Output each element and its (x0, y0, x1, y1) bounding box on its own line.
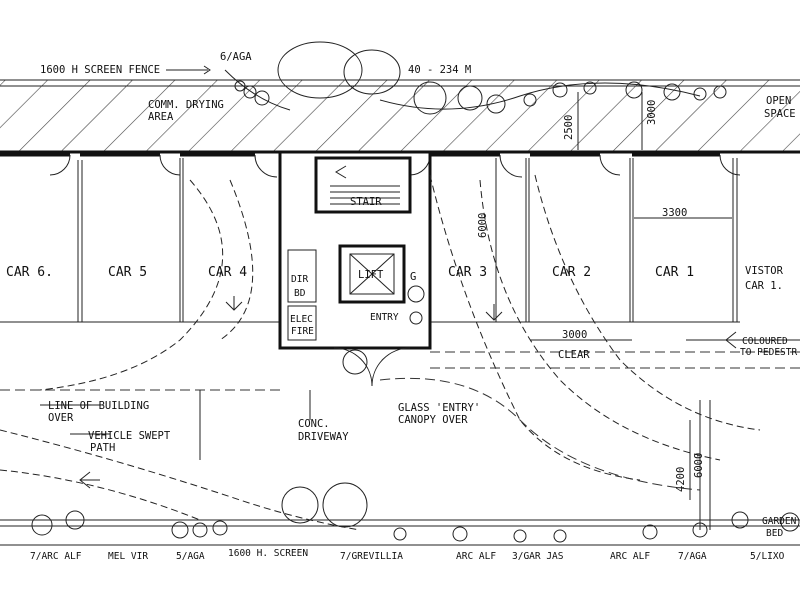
label-elec: ELEC (290, 314, 313, 325)
label-space: SPACE (764, 108, 796, 120)
label-dim-6000: 6000 (477, 213, 489, 238)
label-visitor-car: CAR 1. (745, 280, 783, 292)
label-dim-3300: 3300 (662, 207, 687, 219)
label-aga-top: 6/AGA (220, 51, 252, 63)
label-dim-4200: 4200 (675, 467, 687, 492)
label-bed: BED (766, 528, 783, 539)
label-bottom-arc-alf-2: ARC ALF (456, 551, 496, 562)
label-bottom-aga-2: 7/AGA (678, 551, 707, 562)
label-fire: FIRE (291, 326, 314, 337)
label-bottom-mel-vir: MEL VIR (108, 551, 148, 562)
label-bottom-arc-alf-3: ARC ALF (610, 551, 650, 562)
label-comm-drying: COMM. DRYING (148, 99, 224, 111)
label-clear: CLEAR (558, 349, 590, 361)
label-conc: CONC. (298, 418, 330, 430)
label-line-of-building: LINE OF BUILDING (48, 400, 149, 412)
label-bottom-arc-alf-1: 7/ARC ALF (30, 551, 82, 562)
label-dimension-top: 40 - 234 M (408, 64, 471, 76)
label-entry: ENTRY (370, 312, 399, 323)
label-bottom-screen: 1600 H. SCREEN (228, 548, 308, 559)
dimension-lines (40, 65, 800, 500)
label-stair: STAIR (350, 196, 382, 208)
label-visitor: VISTOR (745, 265, 784, 277)
label-garden: GARDEN (762, 516, 797, 527)
label-bottom-grevillia: 7/GREVILLIA (340, 551, 403, 562)
label-car-6: CAR 6. (6, 265, 53, 280)
label-dim-2500: 2500 (563, 115, 575, 140)
hatched-landscape-strip (0, 80, 800, 152)
tree-symbols-bottom (0, 482, 800, 546)
label-bottom-lixo: 5/LIXO (750, 551, 785, 562)
label-lift: LIFT (358, 269, 384, 281)
label-coloured: COLOURED (742, 336, 788, 347)
label-to-pedestr: TO PEDESTR (740, 347, 797, 358)
tree-symbols-top (224, 41, 727, 115)
central-core (278, 150, 432, 387)
label-bd: BD (294, 288, 306, 299)
label-open: OPEN (766, 95, 791, 107)
label-area: AREA (148, 111, 174, 123)
label-vehicle-swept: VEHICLE SWEPT (88, 430, 171, 442)
label-over: OVER (48, 412, 74, 424)
label-car-3: CAR 3 (448, 265, 487, 280)
label-dir: DIR (291, 274, 308, 285)
label-screen-fence-top: 1600 H SCREEN FENCE (40, 64, 160, 76)
label-car-5: CAR 5 (108, 265, 147, 280)
label-bottom-aga: 5/AGA (176, 551, 205, 562)
label-path: PATH (90, 442, 115, 454)
label-dim-6000-bottom: 6000 (693, 453, 705, 478)
label-driveway: DRIVEWAY (298, 431, 349, 443)
label-dim-3000-top: 3000 (646, 100, 658, 125)
swept-path-curves (0, 174, 800, 531)
label-car-4: CAR 4 (208, 265, 247, 280)
label-canopy-over: CANOPY OVER (398, 414, 468, 426)
carpark-walls (0, 153, 740, 323)
label-car-2: CAR 2 (552, 265, 591, 280)
label-car-1: CAR 1 (655, 265, 694, 280)
label-glass-entry: GLASS 'ENTRY' (398, 402, 480, 414)
label-dim-3000-clear: 3000 (562, 329, 587, 341)
label-g: G (410, 271, 416, 283)
label-bottom-gar-jas: 3/GAR JAS (512, 551, 564, 562)
